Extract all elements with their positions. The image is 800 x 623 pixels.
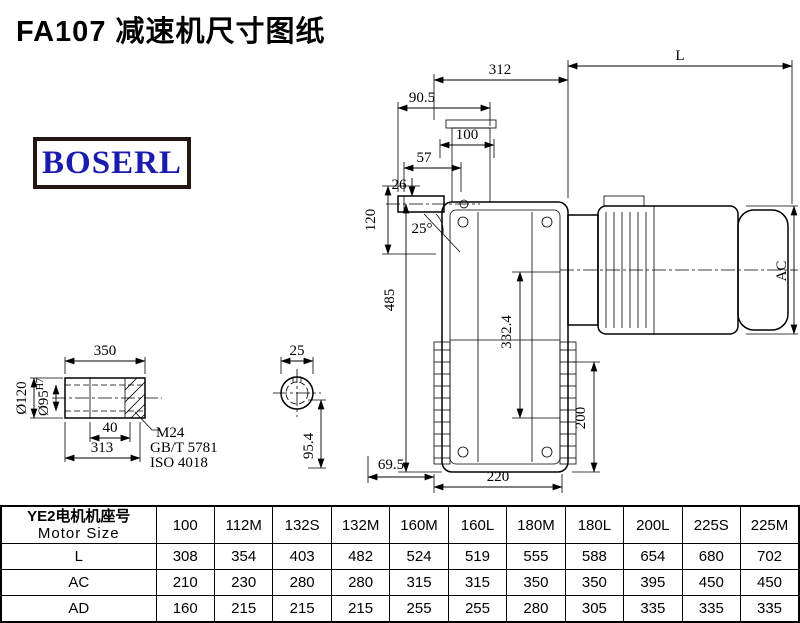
dim-350-label: 350 [94, 343, 117, 359]
dim-332-4-label: 332.4 [499, 315, 515, 349]
table-cell: 395 [623, 569, 683, 596]
table-cell: 654 [623, 543, 683, 570]
input-shaft [397, 195, 445, 213]
table-cell: 450 [681, 569, 742, 596]
table-cell: 450 [740, 569, 800, 596]
table-cell: 680 [681, 543, 742, 570]
table-cell: 215 [213, 595, 274, 623]
motor-fan-cover [737, 209, 789, 331]
dim-95-4-label: 95.4 [301, 432, 317, 459]
table-cell: 255 [447, 595, 508, 623]
size-col-header: 160M [389, 505, 449, 544]
dim-69-5-label: 69.5 [378, 457, 404, 473]
dim-bore-base: Ø95 [36, 390, 52, 416]
table-cell: 305 [564, 595, 625, 623]
size-col-header: 200L [623, 505, 683, 544]
table-cell: 230 [213, 569, 274, 596]
dim-bore-tolerance: H7 [35, 378, 46, 390]
table-cell: 350 [506, 569, 566, 596]
gearbox-main-view [386, 119, 798, 473]
dim-AC-label: AC [774, 261, 790, 282]
motor-size-header: YE2电机机座号 Motor Size [0, 505, 157, 544]
table-cell: 702 [740, 543, 800, 570]
table-row-L: L 308 354 403 482 524 519 555 588 654 68… [0, 543, 800, 570]
table-cell: 280 [330, 569, 391, 596]
table-cell: 280 [272, 569, 332, 596]
main-dimensions: 312 L 90.5 100 57 26 120 25° 485 332.4 A… [363, 48, 798, 493]
table-cell: 403 [272, 543, 332, 570]
row-label: L [0, 543, 157, 570]
table-row-AC: AC 210 230 280 280 315 315 350 350 395 4… [0, 569, 800, 596]
table-cell: 308 [155, 543, 215, 570]
dim-angle-label: 25° [412, 221, 433, 237]
note-thread-label: M24 [156, 425, 185, 441]
dim-100-label: 100 [456, 127, 479, 143]
dim-120-label: 120 [363, 209, 379, 232]
motor-size-header-cn: YE2电机机座号 [27, 508, 131, 525]
table-cell: 210 [155, 569, 215, 596]
table-header-row: YE2电机机座号 Motor Size 100 112M 132S 132M 1… [0, 505, 800, 544]
dim-od-label: Ø120 [14, 381, 30, 414]
table-cell: 160 [155, 595, 215, 623]
size-col-header: 180L [564, 505, 625, 544]
dim-bore-label: Ø95H7 [35, 378, 52, 416]
table-cell: 335 [623, 595, 683, 623]
dim-312-label: 312 [489, 62, 512, 78]
table-cell: 350 [564, 569, 625, 596]
table-cell: 215 [272, 595, 332, 623]
row-label: AC [0, 569, 157, 596]
note-std2-label: ISO 4018 [150, 455, 208, 471]
table-cell: 215 [330, 595, 391, 623]
table-cell: 335 [740, 595, 800, 623]
size-col-header: 100 [155, 505, 215, 544]
table-cell: 524 [389, 543, 449, 570]
hollow-shaft-view: 350 40 313 Ø120 Ø95H7 M24 GB/T 5781 ISO … [14, 343, 218, 471]
dim-25-label: 25 [290, 343, 305, 359]
gear-housing-outline [441, 201, 569, 473]
dimension-drawing: 312 L 90.5 100 57 26 120 25° 485 332.4 A… [14, 48, 798, 493]
table-cell: 354 [213, 543, 274, 570]
table-cell: 588 [564, 543, 625, 570]
size-col-header: 132M [330, 505, 391, 544]
dim-485-label: 485 [382, 289, 398, 312]
dim-26-label: 26 [392, 177, 408, 193]
dim-L-label: L [675, 48, 684, 64]
table-cell: 335 [681, 595, 742, 623]
motor-lifting-lug [603, 195, 645, 207]
boserl-logo: BOSERL [33, 137, 191, 189]
dim-40-label: 40 [103, 420, 118, 436]
dim-90-5-label: 90.5 [409, 90, 435, 106]
table-cell: 315 [447, 569, 508, 596]
boserl-logo-text: BOSERL [42, 144, 182, 181]
table-cell: 519 [447, 543, 508, 570]
shaft-end-view: 25 95.4 [273, 343, 326, 469]
table-row-AD: AD 160 215 215 215 255 255 280 305 335 3… [0, 595, 800, 623]
note-std1-label: GB/T 5781 [150, 440, 218, 456]
motor-size-table: YE2电机机座号 Motor Size 100 112M 132S 132M 1… [0, 505, 800, 623]
dim-220-label: 220 [487, 469, 510, 485]
size-col-header: 160L [447, 505, 508, 544]
table-cell: 482 [330, 543, 391, 570]
dim-57-label: 57 [417, 150, 433, 166]
size-col-header: 225M [740, 505, 800, 544]
dim-200-label: 200 [573, 407, 589, 430]
motor-size-header-en: Motor Size [37, 525, 120, 542]
size-col-header: 225S [681, 505, 742, 544]
row-label: AD [0, 595, 157, 623]
table-cell: 280 [506, 595, 566, 623]
hollow-shaft-body [64, 377, 146, 419]
dim-313-label: 313 [91, 440, 114, 456]
size-col-header: 132S [272, 505, 332, 544]
table-cell: 315 [389, 569, 449, 596]
motor-side-view [567, 195, 789, 335]
size-col-header: 112M [213, 505, 274, 544]
page-title: FA107 减速机尺寸图纸 [16, 16, 326, 48]
table-cell: 555 [506, 543, 566, 570]
size-col-header: 180M [506, 505, 566, 544]
table-cell: 255 [389, 595, 449, 623]
